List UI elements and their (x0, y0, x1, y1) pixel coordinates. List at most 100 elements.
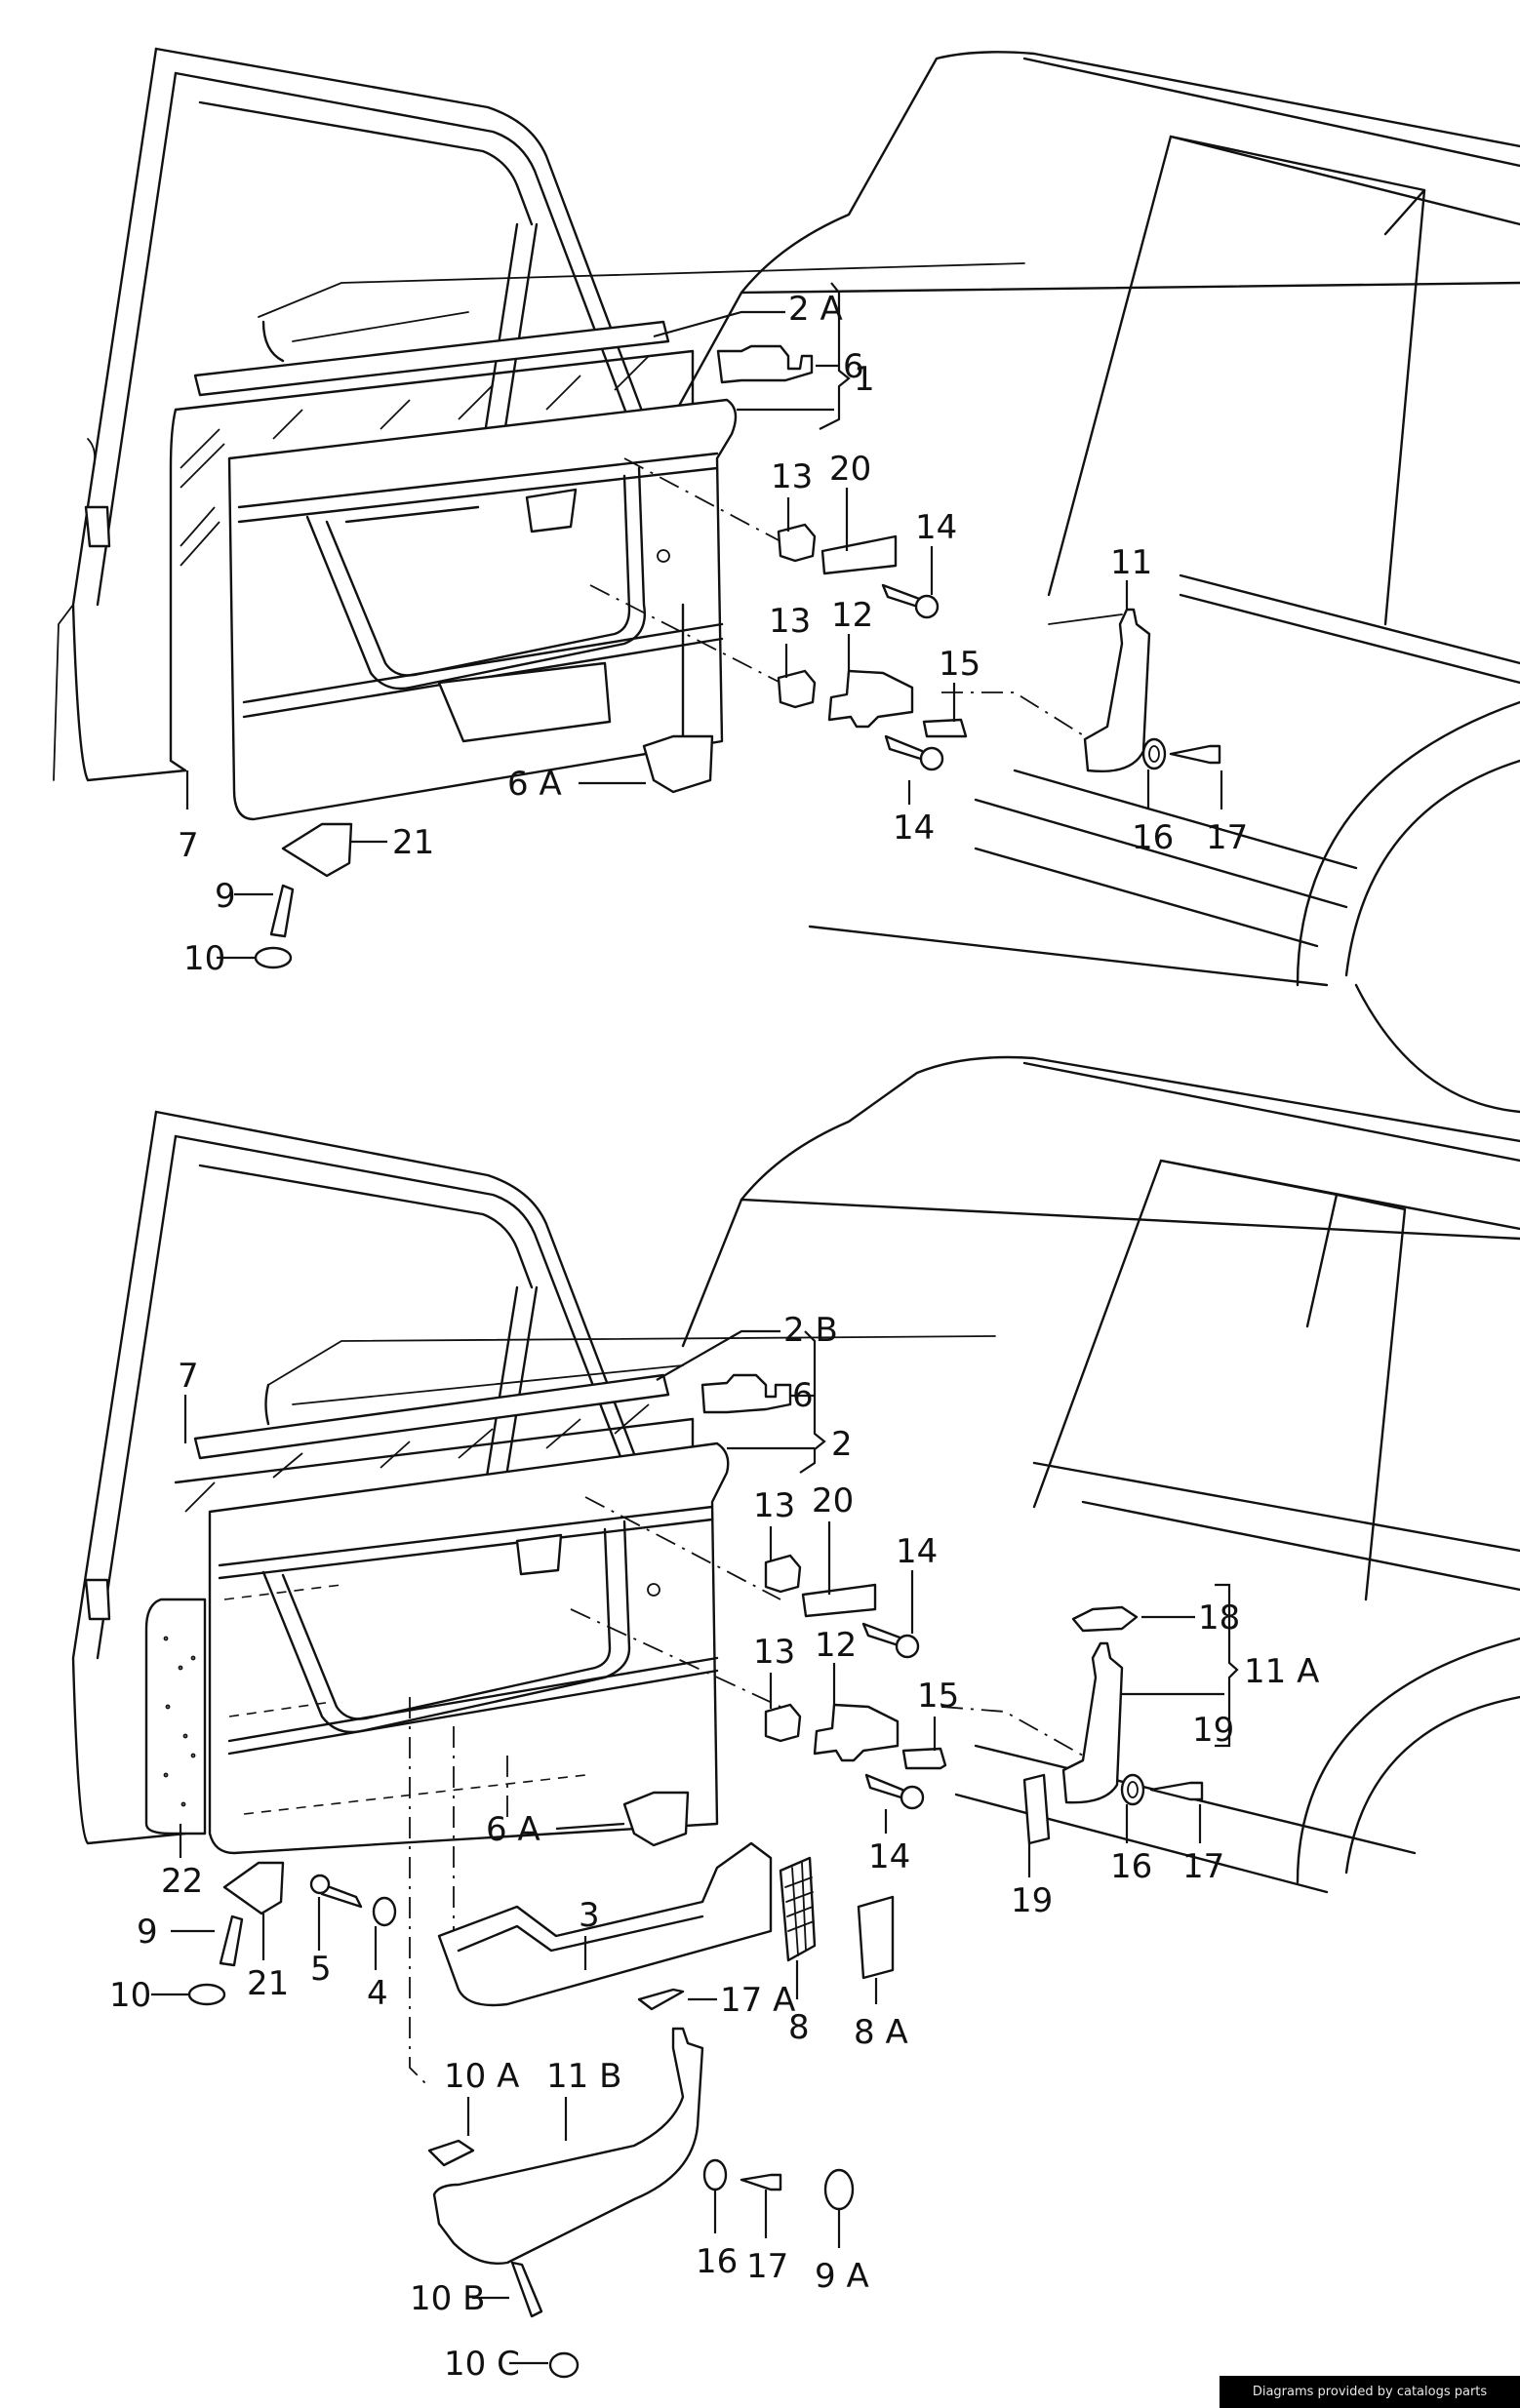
callout-4[interactable]: 4 (367, 1974, 388, 2013)
washer-part-16 (1141, 737, 1167, 770)
callout-17[interactable]: 17 (1182, 1847, 1224, 1886)
screw-part-17-lower (740, 2173, 782, 2191)
screw-part-9 (219, 1915, 244, 1967)
callout-14-bottom[interactable]: 14 (893, 809, 935, 848)
callout-15[interactable]: 15 (939, 645, 980, 684)
callout-7[interactable]: 7 (178, 1357, 199, 1396)
grab-handle-part-19 (1061, 1641, 1124, 1804)
callout-14-top[interactable]: 14 (915, 508, 957, 547)
callout-9A[interactable]: 9 A (815, 2257, 869, 2296)
callout-3[interactable]: 3 (579, 1896, 600, 1935)
callout-11[interactable]: 11 (1110, 543, 1152, 582)
callout-1[interactable]: 1 (854, 360, 875, 399)
callout-16[interactable]: 16 (1110, 1847, 1152, 1886)
washer-part-16-lower (702, 2158, 728, 2191)
bracket-part-20 (801, 1583, 877, 1618)
callout-17[interactable]: 17 (1206, 818, 1248, 857)
clip-part-15 (901, 1747, 947, 1770)
callout-18[interactable]: 18 (1198, 1599, 1240, 1638)
upper-parts (254, 344, 1221, 969)
callout-19-bottom[interactable]: 19 (1011, 1881, 1053, 1920)
callout-14-top[interactable]: 14 (896, 1532, 938, 1571)
callout-19-top[interactable]: 19 (1192, 1711, 1234, 1750)
callout-10B[interactable]: 10 B (410, 2279, 485, 2318)
clip-part-10A (427, 2139, 475, 2167)
callout-20[interactable]: 20 (812, 1481, 854, 1520)
callout-8[interactable]: 8 (788, 2008, 810, 2047)
callout-10A[interactable]: 10 A (444, 2057, 519, 2096)
clip-part-6A (622, 1791, 690, 1847)
callout-5[interactable]: 5 (310, 1950, 332, 1989)
washer-part-16 (1120, 1773, 1145, 1806)
lower-car-body (264, 1055, 1520, 1894)
cover-part-8A (857, 1895, 895, 1980)
lower-labels: 2 B 6 2 7 13 20 14 18 11 A 19 13 12 15 6… (109, 1311, 1319, 2384)
washer-part-4 (372, 1896, 397, 1927)
callout-7[interactable]: 7 (178, 826, 199, 865)
lower-parts (187, 1373, 1204, 2379)
callout-12[interactable]: 12 (815, 1626, 857, 1665)
callout-20[interactable]: 20 (829, 450, 871, 489)
callout-12[interactable]: 12 (831, 596, 873, 635)
nut-part-13-top (764, 1554, 802, 1594)
trim-cover-part-19 (1022, 1773, 1051, 1845)
callout-15[interactable]: 15 (917, 1677, 959, 1716)
clip-part-17A (637, 1988, 685, 2011)
upper-leaders (185, 310, 1223, 960)
callout-6[interactable]: 6 (792, 1376, 814, 1415)
callout-21[interactable]: 21 (247, 1964, 289, 2003)
upper-car-body (258, 51, 1520, 1114)
lower-leaders (151, 1329, 1224, 2365)
diagram-credit-banner: Diagrams provided by catalogs parts (1220, 2376, 1520, 2408)
callout-9[interactable]: 9 (137, 1913, 158, 1952)
nut-part-13-bottom (764, 1703, 802, 1743)
callout-14-bottom[interactable]: 14 (868, 1837, 910, 1876)
grommet-part-10 (187, 1983, 226, 2006)
grab-handle-part-11 (1083, 608, 1151, 772)
callout-6[interactable]: 6 (843, 347, 864, 386)
callout-11A[interactable]: 11 A (1244, 1652, 1319, 1691)
upper-labels: 2 A 6 1 13 20 14 11 13 12 15 6 A 14 16 1… (178, 290, 1248, 978)
callout-16-lower[interactable]: 16 (696, 2242, 738, 2281)
callout-13-bottom[interactable]: 13 (753, 1633, 795, 1672)
callout-13-top[interactable]: 13 (771, 457, 813, 496)
cap-part-18 (1071, 1605, 1139, 1633)
callout-22[interactable]: 22 (161, 1862, 203, 1901)
callout-8A[interactable]: 8 A (854, 2013, 908, 2052)
callout-17A[interactable]: 17 A (720, 1981, 795, 2020)
lower-door-frame (71, 1110, 651, 1845)
callout-13-bottom[interactable]: 13 (769, 602, 811, 641)
upper-trim-panel (227, 398, 738, 821)
callout-2B[interactable]: 2 B (783, 1311, 838, 1350)
bracket-part-12 (813, 1703, 900, 1762)
callout-13-top[interactable]: 13 (753, 1486, 795, 1525)
callout-10C[interactable]: 10 C (444, 2345, 520, 2384)
upper-door-glass (169, 320, 695, 772)
callout-17-lower[interactable]: 17 (746, 2247, 788, 2286)
nut-part-10C (548, 2351, 580, 2379)
clip-part-15 (922, 718, 968, 738)
screw-part-9 (269, 884, 295, 938)
nut-part-13-bottom (777, 669, 817, 709)
foam-sheet-part-22 (144, 1598, 207, 1836)
callout-10[interactable]: 10 (183, 939, 225, 978)
callout-11B[interactable]: 11 B (546, 2057, 621, 2096)
callout-10[interactable]: 10 (109, 1976, 151, 2015)
callout-6A[interactable]: 6 A (507, 765, 562, 804)
clip-part-6 (716, 344, 814, 384)
grommet-part-10 (254, 946, 293, 969)
callout-16[interactable]: 16 (1132, 818, 1174, 857)
callout-2A[interactable]: 2 A (788, 290, 843, 329)
cap-part-9A (823, 2168, 855, 2211)
lower-trim-panel (208, 1441, 730, 1855)
callout-2[interactable]: 2 (831, 1425, 853, 1464)
clip-part-6 (700, 1373, 792, 1414)
callout-9[interactable]: 9 (215, 877, 236, 916)
armrest-handle-part-11B (432, 2027, 704, 2265)
callout-6A[interactable]: 6 A (486, 1810, 540, 1849)
screw-part-17 (1169, 744, 1221, 765)
callout-21[interactable]: 21 (392, 823, 434, 862)
bracket-part-12 (827, 669, 914, 729)
clip-part-21 (222, 1861, 285, 1915)
grille-part-8 (779, 1856, 817, 1962)
